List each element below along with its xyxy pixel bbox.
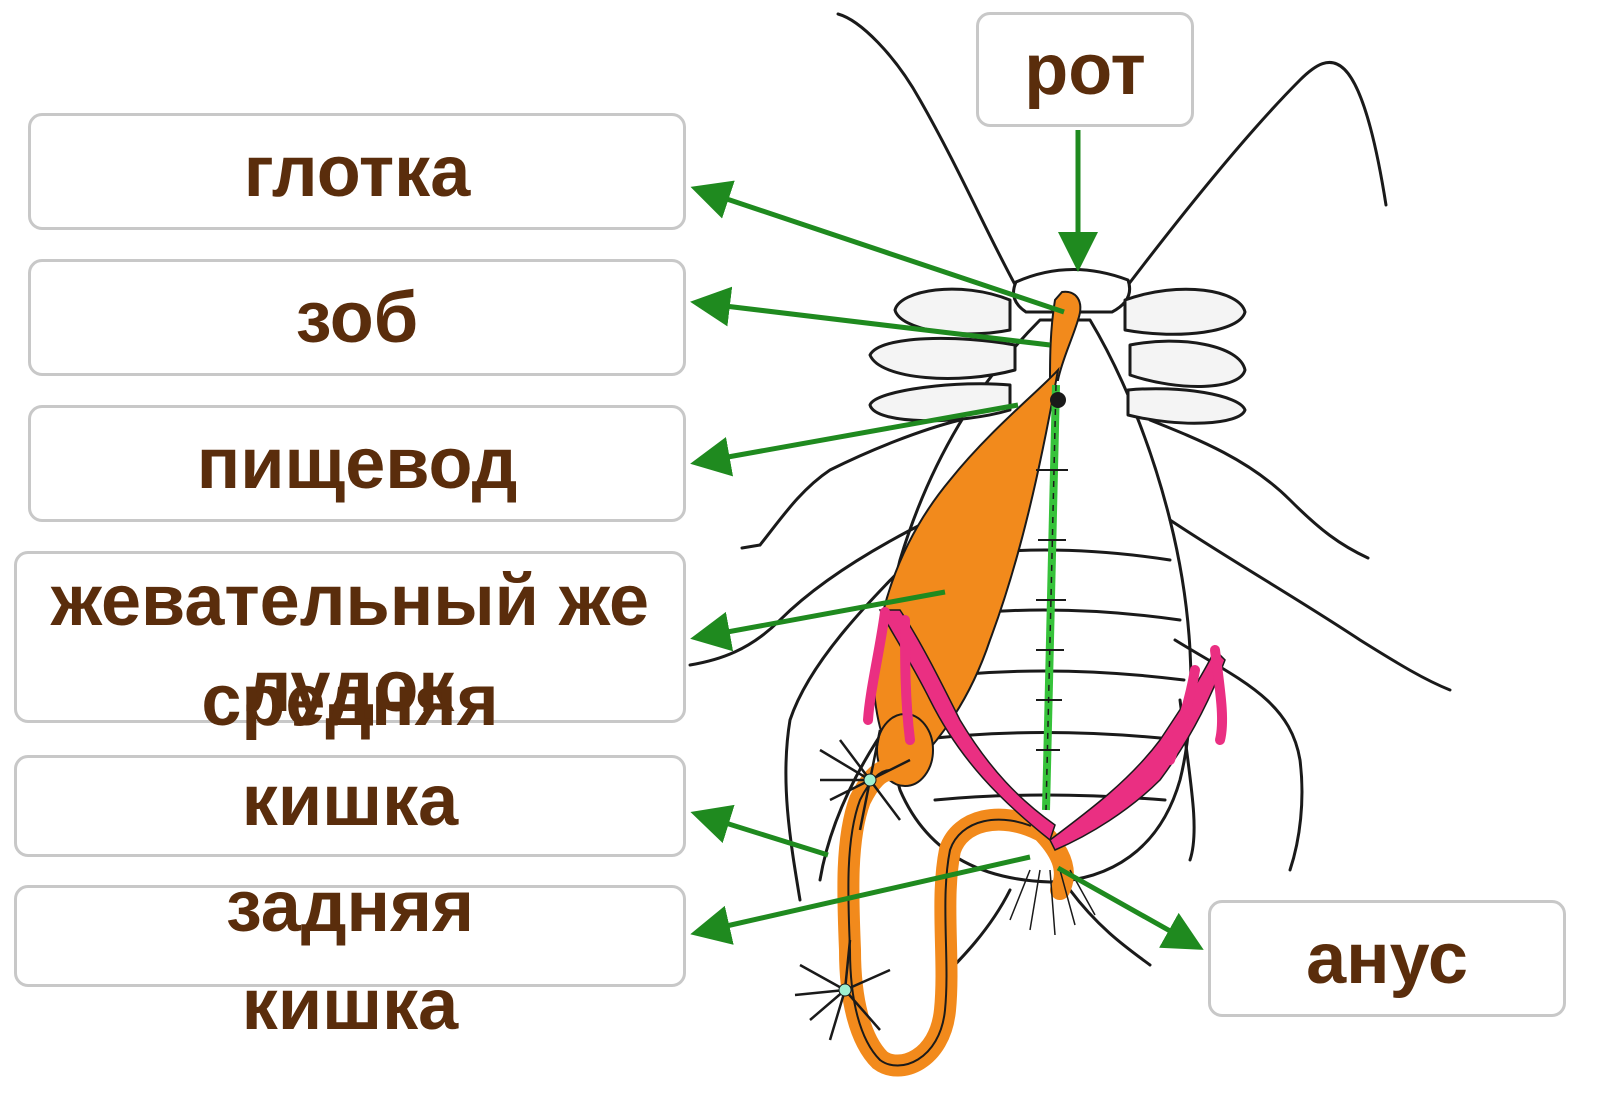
label-pharynx-text: глотка (244, 136, 471, 208)
right-wing-lobe-2 (1130, 341, 1245, 386)
label-midgut: средняя кишка (14, 755, 686, 857)
label-hindgut: задняя кишка (14, 885, 686, 987)
label-esophagus-text: пищевод (197, 428, 518, 500)
right-wing-lobe-3 (1128, 389, 1245, 424)
left-wing-lobe-3 (870, 384, 1010, 421)
label-mouth: рот (976, 12, 1194, 127)
label-midgut-text: средняя кишка (140, 651, 560, 851)
left-wing-lobe-2 (870, 338, 1015, 378)
label-mouth-text: рот (1024, 34, 1145, 106)
label-anus: анус (1208, 900, 1566, 1017)
label-esophagus: пищевод (28, 405, 686, 522)
label-hindgut-text: задняя кишка (140, 858, 560, 1054)
label-anus-text: анус (1306, 923, 1468, 995)
label-crop-text: зоб (296, 282, 418, 354)
right-wing-lobe-1 (1125, 289, 1245, 334)
label-crop: зоб (28, 259, 686, 376)
right-leg-1 (1150, 420, 1368, 558)
left-wing-lobe-1 (895, 289, 1010, 334)
label-pharynx: глотка (28, 113, 686, 230)
